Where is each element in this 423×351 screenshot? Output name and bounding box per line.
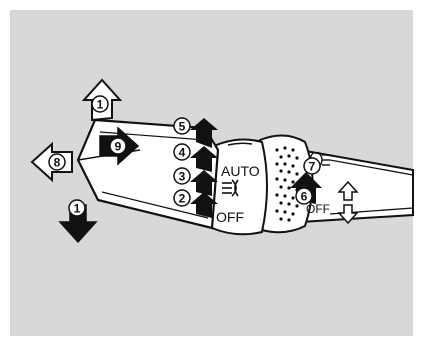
svg-text:2: 2 [179, 192, 186, 206]
svg-text:6: 6 [301, 190, 308, 204]
callout-1-bottom: 1 [69, 200, 85, 216]
callout-8: 8 [49, 154, 65, 170]
headlight-icon [222, 180, 238, 196]
svg-text:7: 7 [309, 160, 316, 174]
svg-text:9: 9 [115, 140, 122, 154]
svg-text:3: 3 [179, 170, 186, 184]
callout-9: 9 [110, 138, 126, 154]
svg-text:4: 4 [179, 146, 186, 160]
svg-text:1: 1 [74, 202, 81, 216]
off-inner-label: OFF [216, 209, 244, 225]
callout-7: 7 [304, 158, 320, 174]
svg-text:8: 8 [54, 156, 61, 170]
callout-4: 4 [174, 144, 190, 160]
svg-text:5: 5 [179, 120, 186, 134]
svg-text:1: 1 [97, 98, 104, 112]
auto-label: AUTO [221, 163, 260, 179]
callout-6: 6 [296, 188, 312, 204]
callout-3: 3 [174, 168, 190, 184]
callout-1-top: 1 [92, 96, 108, 112]
off-outer-label: OFF [306, 202, 330, 216]
callout-2: 2 [174, 190, 190, 206]
callout-5: 5 [174, 118, 190, 134]
